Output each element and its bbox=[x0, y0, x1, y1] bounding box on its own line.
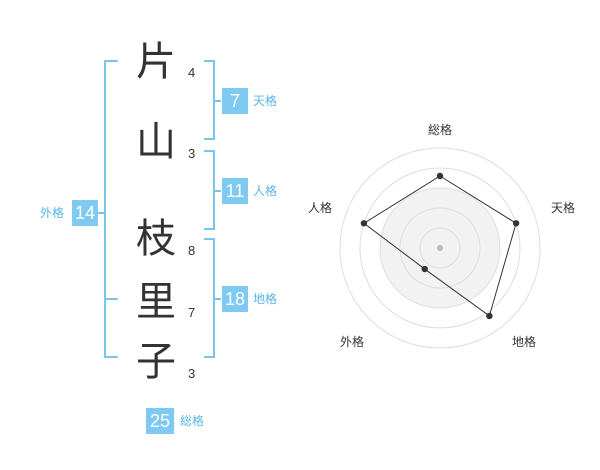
radar-point-2 bbox=[512, 220, 520, 227]
jinkaku-bracket bbox=[204, 150, 215, 230]
stroke-count-1: 4 bbox=[188, 65, 196, 80]
radar-axis-label-4: 外格 bbox=[340, 334, 364, 349]
chikaku-tick bbox=[215, 298, 221, 300]
name-char-1: 片 bbox=[136, 39, 176, 85]
tenkaku-label: 天格 bbox=[253, 94, 278, 108]
jinkaku-label: 人格 bbox=[253, 184, 278, 198]
radar-axis-label-3: 地格 bbox=[512, 334, 536, 349]
radar-ring-1 bbox=[419, 227, 461, 269]
radar-axis-label-2: 天格 bbox=[551, 200, 575, 215]
name-char-4: 里 bbox=[136, 279, 176, 325]
radar-center-dot bbox=[437, 245, 443, 251]
chikaku-label: 地格 bbox=[253, 292, 278, 306]
stroke-count-3: 8 bbox=[188, 243, 196, 258]
tenkaku-bracket bbox=[204, 60, 215, 140]
name-char-5: 子 bbox=[136, 339, 176, 385]
jinkaku-value: 11 bbox=[222, 178, 248, 204]
stroke-count-2: 3 bbox=[188, 146, 196, 161]
stroke-count-5: 3 bbox=[188, 366, 196, 381]
name-char-3: 枝 bbox=[136, 216, 176, 262]
radar-axis-label-5: 人格 bbox=[308, 200, 332, 215]
jinkaku-tick bbox=[215, 190, 221, 192]
name-char-2: 山 bbox=[136, 119, 176, 165]
gaikaku-label: 外格 bbox=[40, 206, 65, 220]
gaikaku-mid-tick bbox=[104, 298, 118, 300]
gaikaku-tick bbox=[98, 212, 104, 214]
tenkaku-value: 7 bbox=[222, 88, 248, 114]
soukaku-value: 25 bbox=[146, 408, 174, 434]
stroke-count-4: 7 bbox=[188, 305, 196, 320]
gaikaku-value: 14 bbox=[72, 200, 98, 226]
radar-ring-3 bbox=[379, 187, 501, 309]
radar-ring-2 bbox=[399, 207, 481, 289]
radar-ring-5 bbox=[339, 147, 541, 349]
soukaku-label: 総格 bbox=[180, 414, 205, 428]
radar-ring-4 bbox=[359, 167, 521, 329]
radar-point-5 bbox=[360, 220, 368, 227]
radar-series-line bbox=[363, 175, 517, 317]
radar-point-1 bbox=[436, 172, 444, 180]
chikaku-value: 18 bbox=[222, 286, 248, 312]
radar-point-4 bbox=[421, 265, 428, 273]
radar-point-3 bbox=[486, 312, 493, 320]
gaikaku-bracket bbox=[104, 60, 118, 358]
tenkaku-tick bbox=[215, 100, 221, 102]
chikaku-bracket bbox=[204, 238, 215, 358]
radar-axis-label-1: 総格 bbox=[428, 122, 452, 137]
